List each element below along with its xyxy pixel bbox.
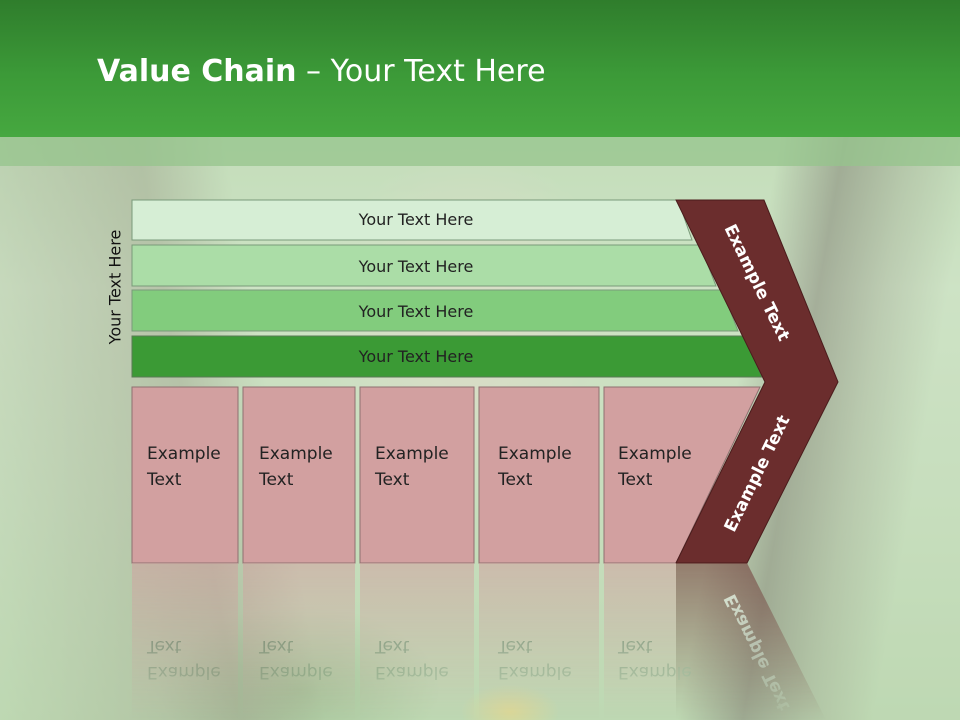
- reflection-box-1-line1: Example: [147, 662, 221, 682]
- bar-2-label: Your Text Here: [358, 257, 474, 276]
- header-band: [0, 137, 960, 166]
- reflection-box-3-line1: Example: [375, 662, 449, 682]
- box-4-line2: Text: [497, 470, 533, 490]
- reflection-box-3-line2: Text: [374, 636, 410, 656]
- box-1: [131, 386, 239, 564]
- bar-2-shape: [131, 244, 717, 287]
- bar-3-shape: [131, 289, 739, 332]
- reflection-box-2-line1: Example: [259, 662, 333, 682]
- box-4-line1: Example: [498, 444, 572, 464]
- header-bar: [0, 0, 960, 137]
- reflection-box-4-line2: Text: [497, 636, 533, 656]
- bar-1-shape: [131, 199, 693, 241]
- box-3: [359, 386, 475, 564]
- box-4: [478, 386, 600, 564]
- bar-4-label: Your Text Here: [358, 347, 474, 366]
- bar-3-label: Your Text Here: [358, 302, 474, 321]
- title-bold: Value Chain: [97, 54, 297, 89]
- box-5-line2: Text: [617, 470, 653, 490]
- reflection-box-2-line2: Text: [258, 636, 294, 656]
- reflection-box-5-line1: Example: [618, 662, 692, 682]
- box-1-line2: Text: [146, 470, 182, 490]
- diagram-reflection: Example Text Example Text Example Text E…: [132, 563, 826, 720]
- box-5-line1: Example: [618, 444, 692, 464]
- slide-title: Value Chain – Your Text Here: [97, 54, 546, 89]
- box-1-line1: Example: [147, 444, 221, 464]
- reflection-box-5-line2: Text: [617, 636, 653, 656]
- reflection-box-4-line1: Example: [498, 662, 572, 682]
- box-3-line1: Example: [375, 444, 449, 464]
- box-3-line2: Text: [374, 470, 410, 490]
- box-2-line2: Text: [258, 470, 294, 490]
- reflection-box-1-line2: Text: [146, 636, 182, 656]
- bar-1-label: Your Text Here: [358, 210, 474, 229]
- title-rest: – Your Text Here: [296, 54, 546, 89]
- box-2-line1: Example: [259, 444, 333, 464]
- box-2: [242, 386, 356, 564]
